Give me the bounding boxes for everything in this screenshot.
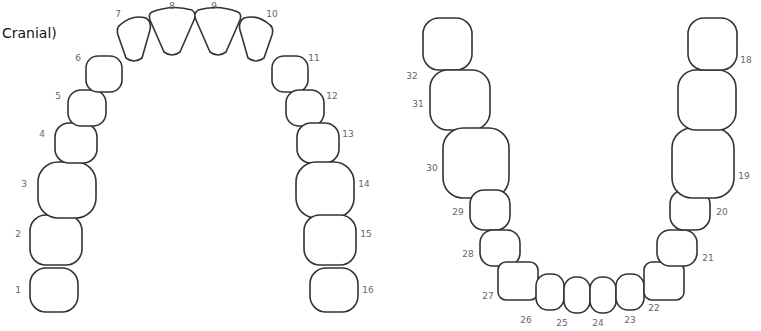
tooth <box>423 18 472 70</box>
tooth <box>657 230 697 266</box>
tooth <box>297 123 339 163</box>
tooth <box>296 162 354 218</box>
tooth-number: 12 <box>326 92 337 101</box>
tooth <box>470 190 510 230</box>
tooth <box>117 17 150 61</box>
orientation-label: Cranial) <box>2 26 57 40</box>
tooth <box>55 123 97 163</box>
tooth <box>480 230 520 266</box>
tooth <box>672 128 734 198</box>
tooth-number: 7 <box>115 10 121 19</box>
tooth-number: 23 <box>624 316 635 325</box>
tooth-number: 30 <box>426 164 437 173</box>
tooth-number: 4 <box>39 130 45 139</box>
tooth <box>443 128 509 198</box>
tooth <box>616 274 644 310</box>
tooth-number: 22 <box>648 304 659 313</box>
tooth-number: 32 <box>406 72 417 81</box>
tooth-number: 13 <box>342 130 353 139</box>
tooth-number: 14 <box>358 180 369 189</box>
tooth-number: 29 <box>452 208 463 217</box>
tooth-number: 15 <box>360 230 371 239</box>
tooth <box>564 277 590 313</box>
tooth <box>304 215 356 265</box>
tooth <box>195 7 241 55</box>
tooth-number: 9 <box>211 2 217 11</box>
tooth-number: 26 <box>520 316 531 325</box>
tooth-number: 25 <box>556 319 567 328</box>
tooth <box>30 268 78 312</box>
tooth-number: 28 <box>462 250 473 259</box>
tooth <box>68 90 106 126</box>
tooth-number: 27 <box>482 292 493 301</box>
tooth-number: 3 <box>21 180 27 189</box>
tooth <box>38 162 96 218</box>
tooth <box>498 262 538 300</box>
tooth-number: 19 <box>738 172 749 181</box>
tooth <box>536 274 564 310</box>
tooth-number: 11 <box>308 54 319 63</box>
tooth-number: 21 <box>702 254 713 263</box>
tooth <box>688 18 737 70</box>
tooth <box>590 277 616 313</box>
tooth <box>272 56 308 92</box>
tooth-number: 6 <box>75 54 81 63</box>
tooth <box>430 70 490 130</box>
tooth <box>30 215 82 265</box>
tooth-number: 5 <box>55 92 61 101</box>
tooth-number: 20 <box>716 208 727 217</box>
tooth-number: 31 <box>412 100 423 109</box>
tooth <box>678 70 736 130</box>
tooth <box>310 268 358 312</box>
tooth-number: 2 <box>15 230 21 239</box>
tooth <box>240 17 273 61</box>
tooth-number: 18 <box>740 56 751 65</box>
tooth <box>286 90 324 126</box>
tooth-number: 16 <box>362 286 373 295</box>
tooth-number: 1 <box>15 286 21 295</box>
tooth-number: 24 <box>592 319 603 328</box>
tooth <box>86 56 122 92</box>
tooth-number: 8 <box>169 2 175 11</box>
tooth-number: 10 <box>266 10 277 19</box>
tooth <box>644 262 684 300</box>
tooth <box>149 7 195 55</box>
